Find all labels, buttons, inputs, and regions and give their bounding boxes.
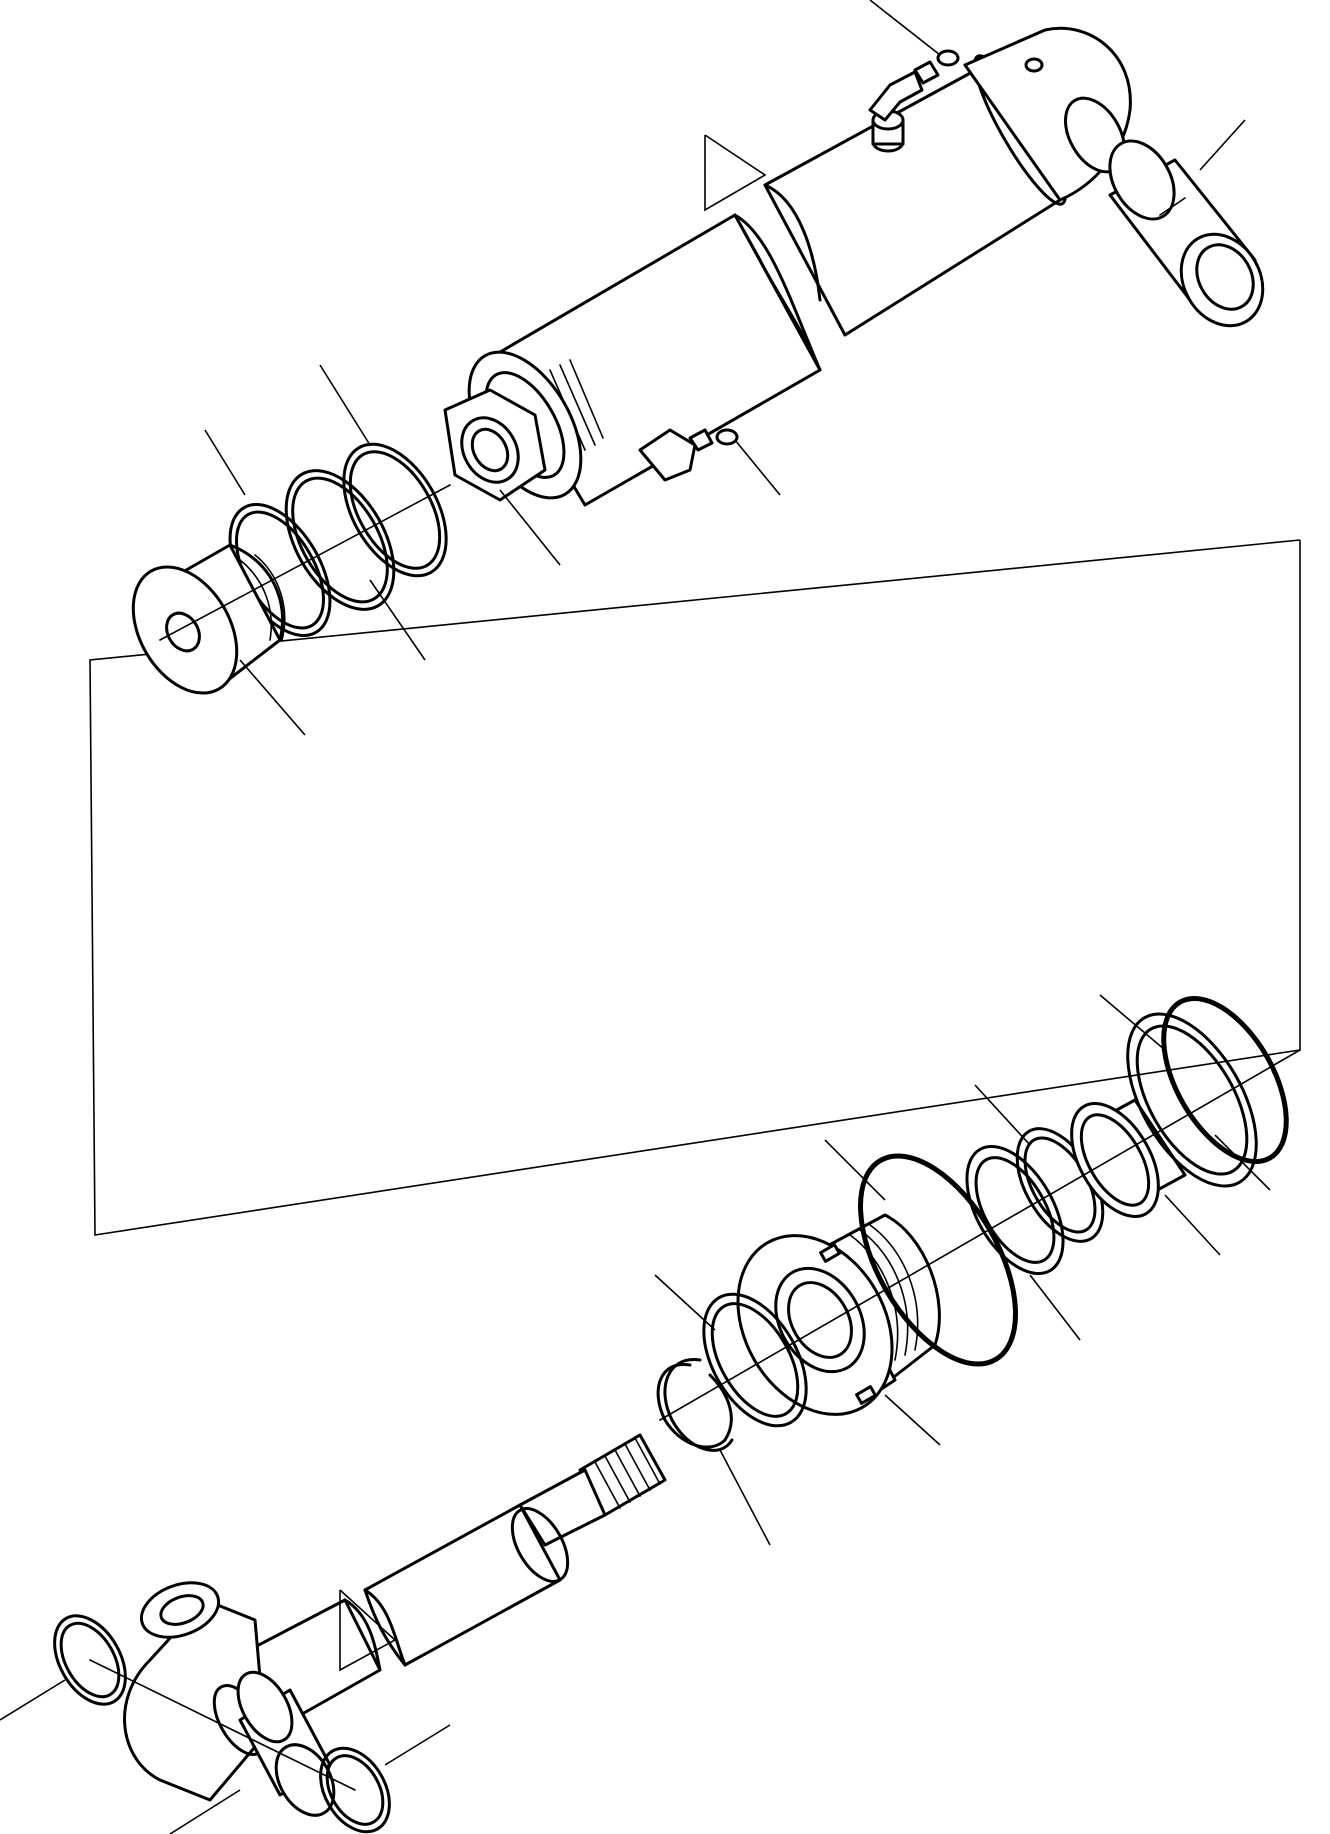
piston-nut — [445, 390, 545, 500]
piston — [112, 545, 285, 711]
wiper-snap-ring — [1138, 978, 1311, 1182]
piston-rod — [230, 1435, 665, 1735]
grease-fitting-lower — [640, 430, 737, 480]
seal-ring-top-1 — [323, 427, 468, 594]
cylinder-barrel — [446, 28, 1137, 516]
leader-lines-bottom — [0, 995, 1270, 1834]
grease-fitting-upper — [915, 51, 958, 83]
gland-inner-seal — [683, 1277, 828, 1444]
rod-eye-seal-ring-right — [307, 1736, 404, 1834]
seal-ring-top-2 — [264, 452, 416, 628]
axis-line-rod-eye — [90, 1660, 355, 1790]
guide-bushing — [1054, 1089, 1185, 1231]
rod-eye — [125, 1573, 277, 1800]
rod-seal-ring-1 — [947, 1130, 1083, 1289]
rod-eye-seal-ring-left — [40, 1603, 140, 1716]
leader-lines-top — [205, 0, 1245, 735]
pivot-bushing-top — [1097, 130, 1279, 341]
retaining-ring — [658, 1359, 732, 1450]
pivot-bushing-bottom — [227, 1663, 346, 1825]
wiper-ring — [1101, 993, 1283, 1208]
axis-line-top — [160, 485, 450, 640]
gland-head — [707, 1208, 940, 1443]
assembly-connector-frame — [90, 540, 1300, 1235]
axis-line-bottom — [660, 1050, 1300, 1420]
